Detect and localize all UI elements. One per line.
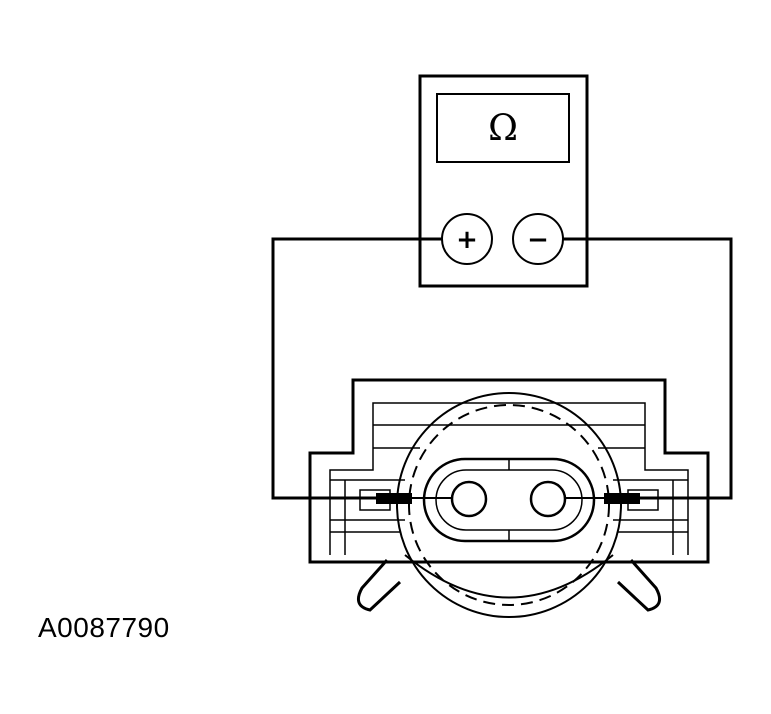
left-mounting-ear — [356, 559, 402, 612]
socket-dashed-circle — [408, 404, 610, 606]
left-contact-pin — [450, 480, 488, 518]
meter-body — [418, 74, 589, 288]
socket-outer-circle — [396, 392, 622, 618]
pin-carrier-inner — [435, 469, 583, 531]
test-leads — [271, 237, 733, 500]
positive-terminal-label: + — [456, 225, 478, 255]
positive-test-lead — [271, 237, 442, 500]
meter-display — [436, 93, 570, 163]
right-mounting-ear — [616, 559, 662, 612]
positive-probe-tip — [376, 493, 412, 504]
probe-tips — [376, 493, 640, 504]
socket-lower-rim — [404, 554, 614, 599]
pin-carrier-outer — [422, 457, 596, 543]
negative-probe-tip — [604, 493, 640, 504]
connector-inner-outline — [329, 402, 689, 555]
negative-test-lead — [563, 237, 733, 500]
ohm-symbol: Ω — [488, 108, 518, 149]
connector — [308, 378, 710, 618]
ohmmeter: Ω + − — [418, 74, 589, 288]
negative-terminal-label: − — [527, 225, 549, 255]
figure-id-label: A0087790 — [38, 612, 170, 643]
right-contact-pin — [529, 480, 567, 518]
connector-housing — [308, 378, 710, 564]
